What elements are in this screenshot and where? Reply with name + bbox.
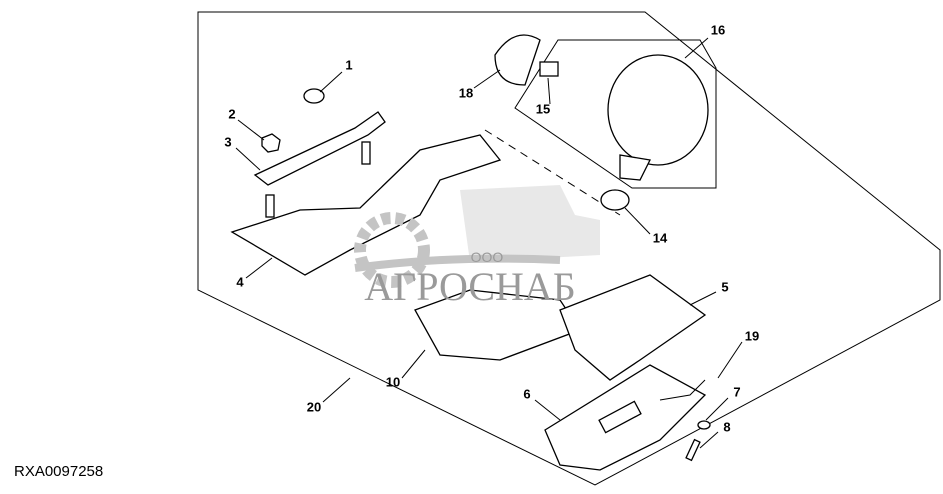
watermark-prefix: ООО bbox=[471, 249, 504, 265]
callout-8: 8 bbox=[723, 419, 730, 434]
reference-code: RXA0097258 bbox=[14, 463, 104, 480]
strap-3 bbox=[253, 111, 386, 186]
callout-6: 6 bbox=[523, 386, 530, 401]
leader-lines bbox=[235, 37, 743, 449]
lamp-group-frame bbox=[514, 39, 717, 189]
callout-7: 7 bbox=[733, 384, 740, 399]
light-mount bbox=[619, 154, 651, 181]
callout-14: 14 bbox=[653, 230, 668, 245]
parts bbox=[230, 34, 711, 471]
cover-18 bbox=[494, 34, 541, 86]
bracket-4 bbox=[230, 134, 502, 276]
callout-20: 20 bbox=[307, 399, 321, 414]
callout-10: 10 bbox=[386, 374, 400, 389]
lamp-bulb bbox=[598, 400, 642, 434]
stud bbox=[265, 194, 275, 218]
watermark-name: АГРОСНАБ bbox=[364, 264, 576, 309]
bulb-15 bbox=[539, 61, 559, 77]
bracket-5 bbox=[559, 274, 707, 381]
callout-2: 2 bbox=[228, 106, 235, 121]
callout-19: 19 bbox=[745, 328, 759, 343]
stud bbox=[361, 141, 371, 165]
callout-4: 4 bbox=[236, 274, 244, 289]
callout-5: 5 bbox=[721, 279, 728, 294]
assembly-frame bbox=[197, 11, 941, 486]
callout-1: 1 bbox=[345, 57, 352, 72]
washer-1 bbox=[303, 88, 325, 104]
nut-2 bbox=[261, 133, 281, 153]
callout-16: 16 bbox=[711, 22, 725, 37]
bushing-14 bbox=[600, 189, 630, 211]
callout-18: 18 bbox=[459, 85, 473, 100]
watermark-logo: ООО АГРОСНАБ bbox=[354, 185, 600, 309]
callout-15: 15 bbox=[536, 101, 550, 116]
work-light-16 bbox=[607, 54, 709, 166]
wire-19 bbox=[659, 379, 706, 401]
washer-7 bbox=[697, 420, 711, 430]
callout-3: 3 bbox=[224, 134, 231, 149]
bolt-8 bbox=[685, 438, 701, 462]
